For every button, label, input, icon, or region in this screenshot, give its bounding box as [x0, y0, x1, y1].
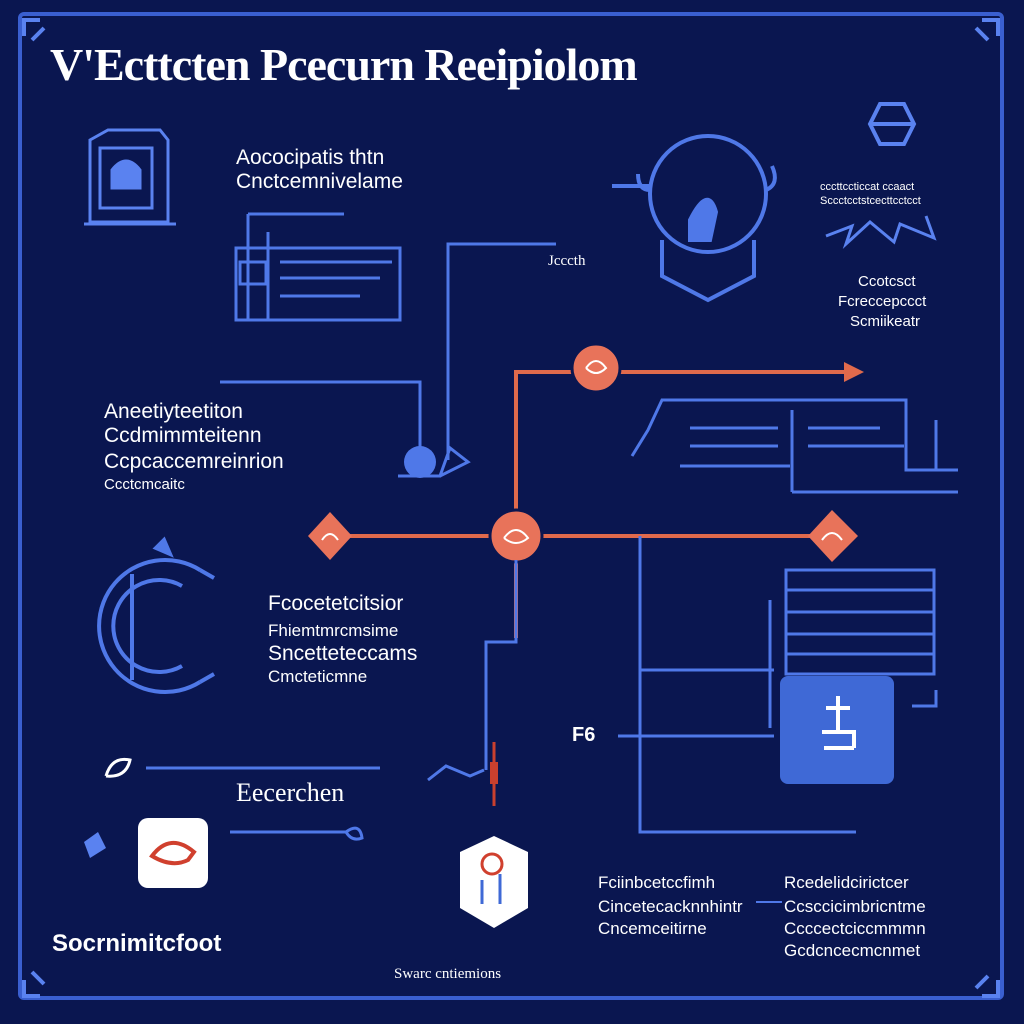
key-icon [344, 826, 364, 841]
footer-caption: Swarc cntiemions [394, 966, 502, 982]
node-orange-top [570, 342, 622, 394]
label-center-left-2: Fhiemtmrcmsime [268, 621, 399, 640]
label-top-left-2: Cnctcemnivelame [236, 170, 403, 193]
shield-tile [460, 836, 528, 928]
connector-bottom-center [484, 560, 518, 770]
label-top-right-1: cccttccticcat ccaact [820, 181, 915, 193]
leaf-icon [104, 757, 132, 778]
page-title: V'Ecttcten Pcecurn Reeipiolom [50, 39, 638, 90]
gear-node-icon [398, 445, 471, 478]
label-top-right-2: Sccctcctstcecttcctcct [820, 195, 921, 207]
label-right-caption-2: Fcreccepccct [838, 293, 927, 310]
node-orange-left [308, 512, 352, 560]
label-bottom-right-a-2: Cincetecacknnhintr [598, 897, 743, 916]
label-mid-left-4: Ccctcmcaitc [104, 476, 185, 493]
hexagon-icon [867, 102, 917, 146]
label-bottom-right-b-1: Rcedelidcirictcer [784, 873, 909, 892]
refresh-tile [138, 818, 208, 888]
label-bottom-left-footer: Socrnimitcfoot [52, 930, 222, 957]
node-orange-center [488, 508, 544, 564]
node-orange-left-icon [321, 533, 339, 541]
list-panel-right [630, 398, 958, 494]
label-bottom-left: Eecerchen [236, 778, 345, 807]
refresh-tile-icon [149, 841, 197, 866]
shield-tile-icon-head [480, 852, 504, 876]
connector-top-center [446, 242, 556, 460]
dial-gauge-icon [97, 536, 215, 694]
badge-icon [84, 128, 176, 226]
label-right-caption-3: Scmiikeatr [850, 313, 921, 330]
label-bottom-right-b-4: Gcdcncecmcnmet [784, 941, 921, 960]
node-orange-center-icon [503, 529, 530, 544]
label-bottom-right-a-3: Cncemceitirne [598, 919, 707, 938]
connector-left-mid [220, 380, 422, 450]
node-orange-right-icon [821, 532, 843, 541]
label-top-left-1: Aococipatis thtn [236, 146, 385, 169]
label-mid-left-2: Ccdmimmteitenn [104, 424, 262, 447]
label-center-left-3: Sncetteteccams [268, 642, 418, 665]
label-right-caption-1: Ccotcsct [858, 273, 916, 290]
label-mid-left-3: Ccpcaccemreinrion [104, 450, 284, 473]
label-center-left-1: Fcocetetcitsior [268, 592, 404, 615]
connector-glyph-left [84, 832, 106, 858]
document-list-icon [234, 212, 402, 322]
corner-ornament-tl [22, 18, 46, 42]
shield-tile-icon-body [480, 874, 502, 904]
corner-ornament-bl [22, 970, 46, 998]
table-grid-icon [768, 568, 938, 728]
arrowhead-orange [844, 362, 864, 382]
label-key: Jcccth [548, 253, 586, 269]
outer-frame [18, 12, 1004, 1000]
upload-tile-icon [822, 696, 856, 750]
arrow-glyphs-icon [825, 215, 937, 250]
shield-lock-icon [612, 134, 777, 303]
label-bottom-right-b-3: Ccccectciccmmmn [784, 919, 926, 938]
node-orange-right [808, 510, 858, 562]
label-mid-left-1: Aneetiyteetiton [104, 400, 243, 423]
corner-ornament-tr [974, 18, 1000, 42]
node-orange-top-icon [585, 360, 608, 374]
label-center-left-4: Cmcteticmne [268, 667, 368, 686]
connector-orange-main [514, 370, 846, 638]
side-glyph-label: F6 [572, 724, 596, 746]
corner-ornament-br [974, 974, 1000, 998]
tree-connector-right [618, 536, 856, 834]
label-bottom-right-a-1: Fciinbcetccfimh [598, 873, 716, 892]
wrench-icon [427, 764, 485, 782]
label-bottom-right-b-2: Ccsccicimbricntme [784, 897, 926, 916]
